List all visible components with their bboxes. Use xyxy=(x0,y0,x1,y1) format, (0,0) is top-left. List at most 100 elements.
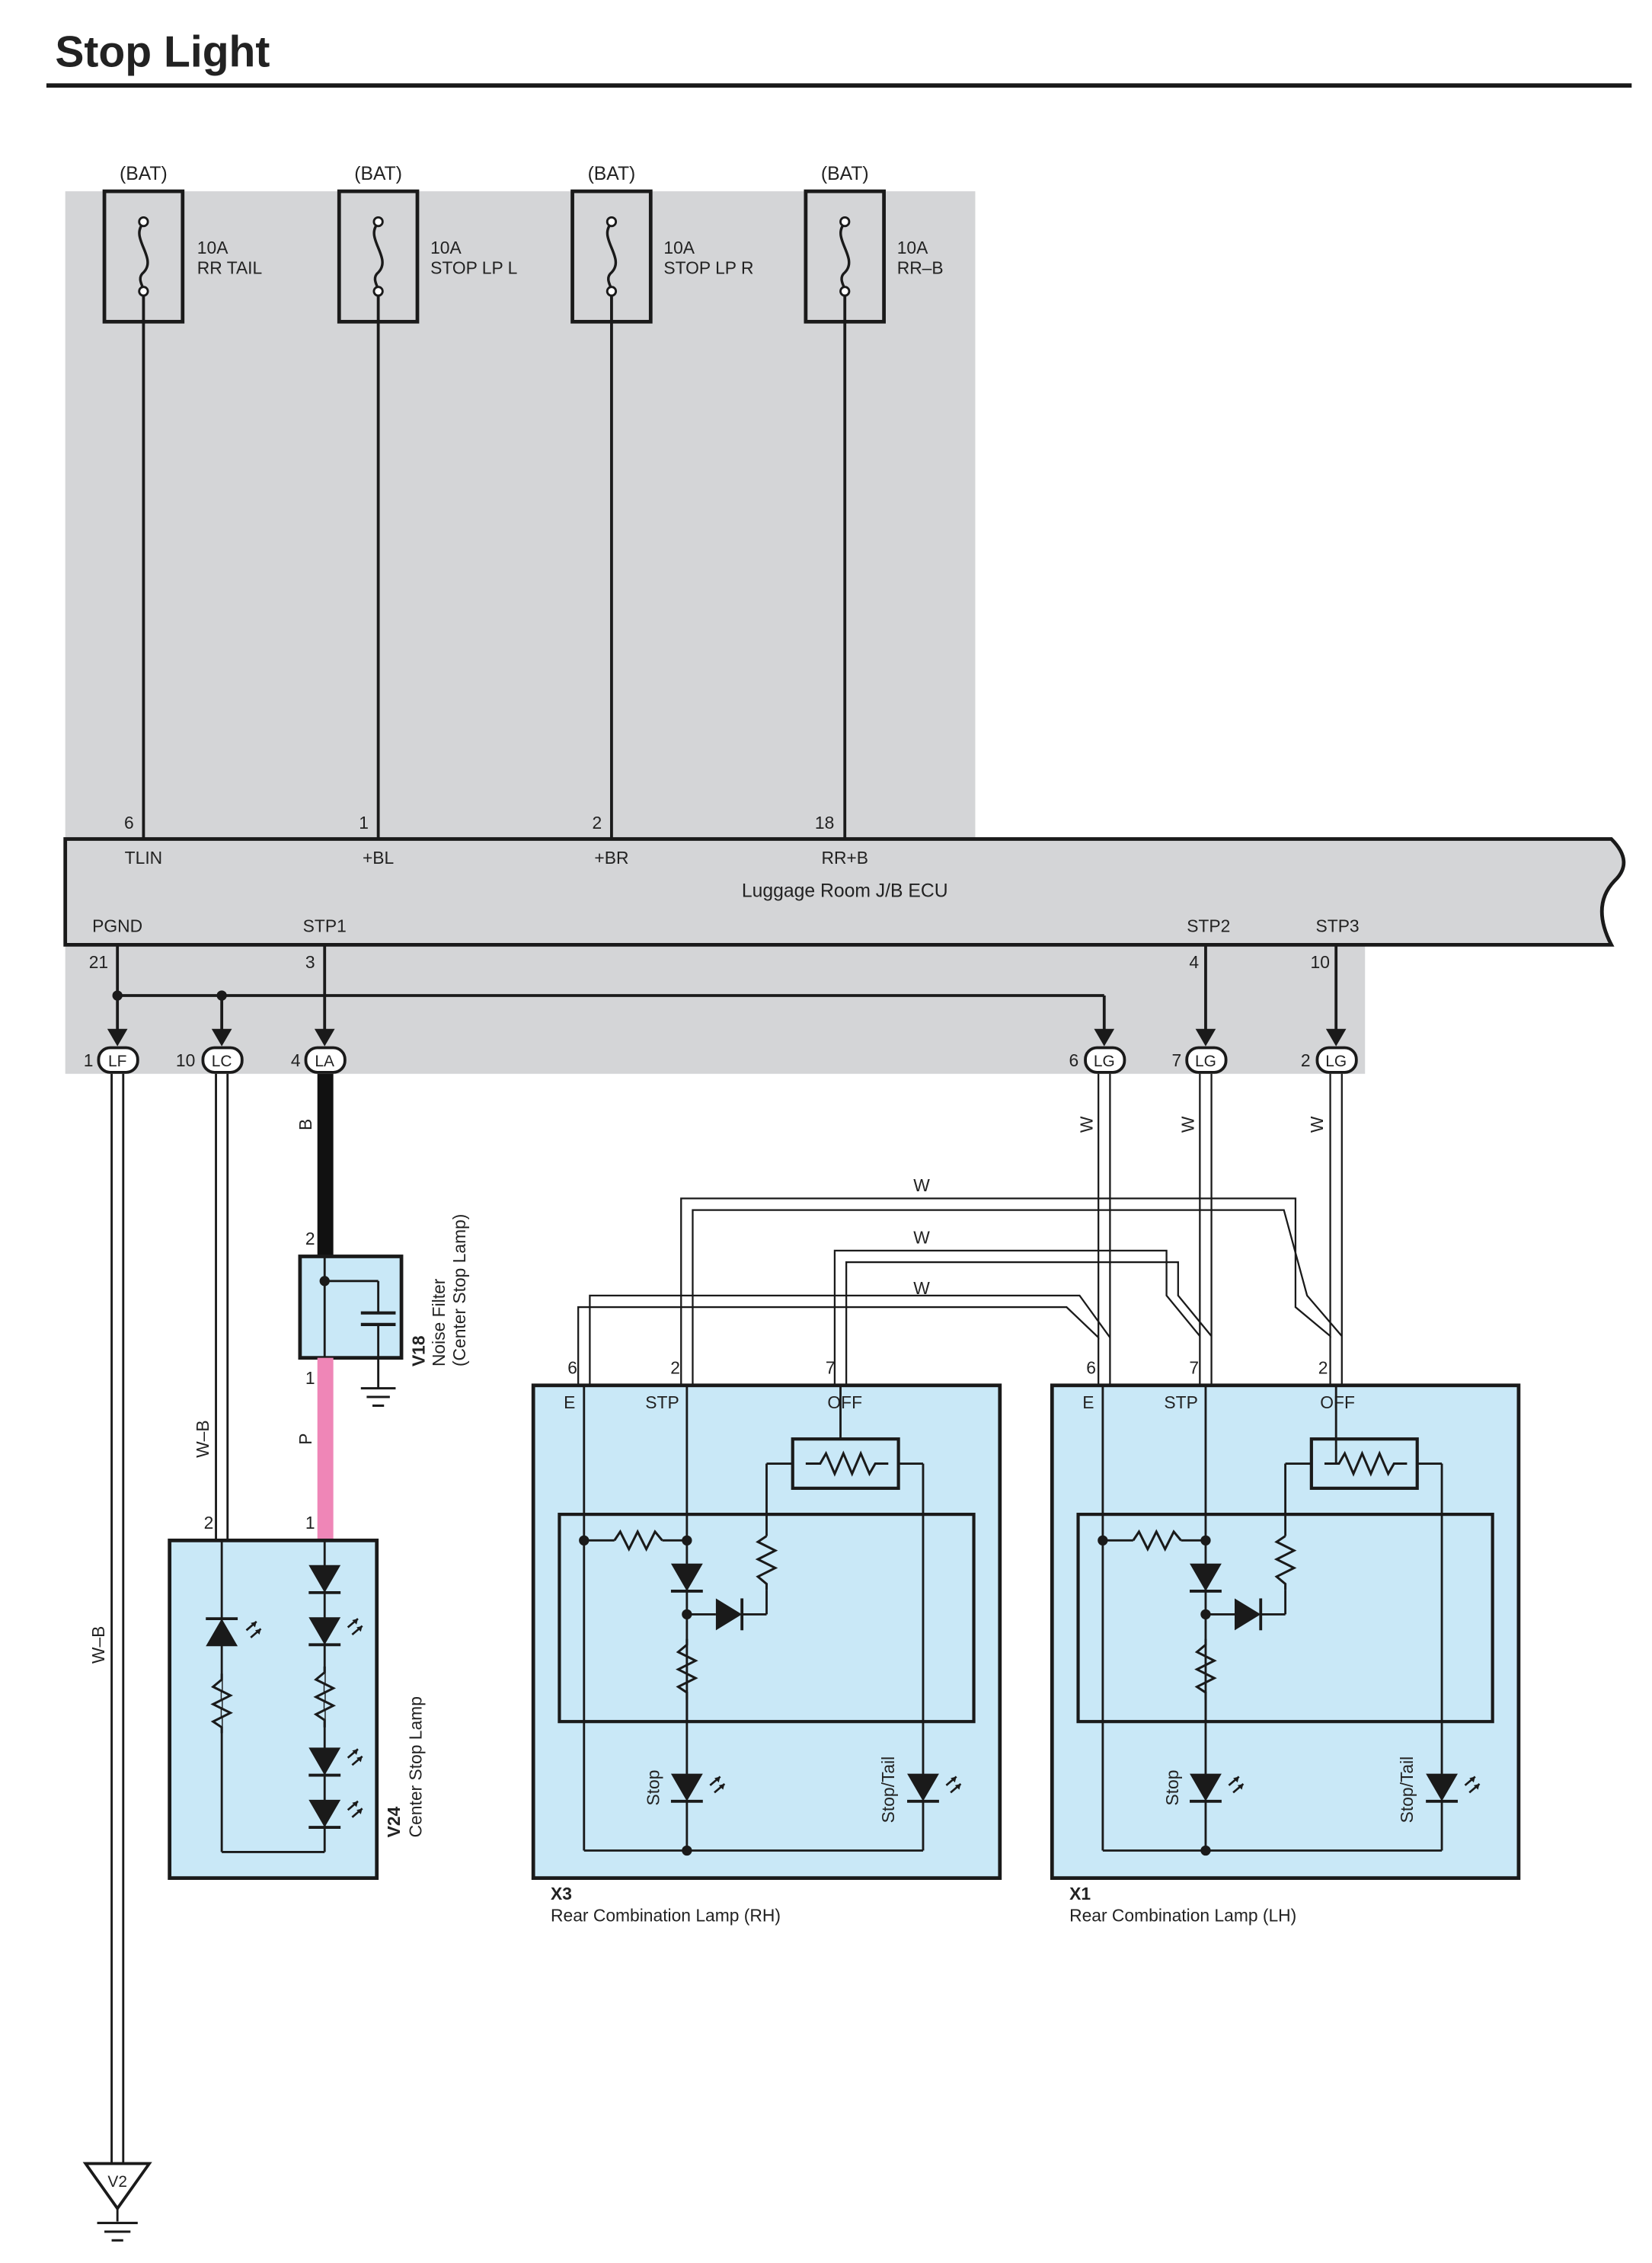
led-icon xyxy=(206,1619,238,1647)
fuse-name: RR–B xyxy=(897,258,944,278)
wire-color-label: B xyxy=(296,1119,315,1130)
diode-icon xyxy=(1190,1563,1222,1591)
ecu-name: Luggage Room J/B ECU xyxy=(742,881,948,902)
fuse-name: STOP LP R xyxy=(663,258,753,278)
wire-color-label: W–B xyxy=(193,1420,212,1457)
connector-pin: 6 xyxy=(1069,1050,1078,1070)
led-icon xyxy=(907,1773,939,1801)
led-icon xyxy=(1426,1773,1458,1801)
wire-lc-w-b xyxy=(215,1073,229,1541)
connector-pin: 4 xyxy=(291,1050,301,1070)
noise-filter-v18: V18 Noise Filter (Center Stop Lamp) xyxy=(298,1214,469,1407)
ecu-terminal-stp3: STP3 xyxy=(1316,916,1360,935)
terminal-label: STP xyxy=(645,1392,679,1412)
pin-v18-2: 2 xyxy=(305,1229,315,1248)
connector-lc: LC 10 xyxy=(176,1046,244,1074)
connector-code: LA xyxy=(315,1053,334,1070)
pin-label: 7 xyxy=(1189,1358,1199,1378)
ecu-terminal: RR+B xyxy=(821,848,868,868)
ecu-pin-pgnd: 21 xyxy=(89,952,108,972)
pin-v24-2: 2 xyxy=(204,1513,214,1533)
led-icon xyxy=(308,1799,341,1828)
fuse-stop-lp-l: (BAT) 10A STOP LP L 1 +BL xyxy=(337,164,517,868)
pin-label: 2 xyxy=(670,1358,680,1378)
lamp-label-stop-tail: Stop/Tail xyxy=(1397,1756,1417,1824)
wire-la-black xyxy=(317,1073,334,1257)
fuse-icon xyxy=(606,222,618,290)
connector-code: LG xyxy=(1195,1053,1216,1070)
component-sub: (Center Stop Lamp) xyxy=(449,1214,469,1366)
fuse-rr-tail: (BAT) 10A RR TAIL 6 TLIN xyxy=(102,164,262,868)
lamp-label-stop: Stop xyxy=(1162,1770,1182,1806)
pin-v18-1: 1 xyxy=(305,1368,315,1388)
component-name: Noise Filter xyxy=(429,1278,449,1366)
pin-v24-1: 1 xyxy=(305,1513,315,1533)
ground-code: V2 xyxy=(107,2173,127,2191)
fuse-name: RR TAIL xyxy=(197,258,262,278)
fuse-icon xyxy=(138,222,149,290)
resistor-icon xyxy=(755,1535,778,1590)
resistor-icon xyxy=(1194,1638,1217,1700)
wire-color-label: W xyxy=(1307,1116,1327,1133)
ecu-terminal: +BL xyxy=(363,848,394,868)
wire-pink xyxy=(317,1357,334,1541)
connector-lg-2: LG 2 xyxy=(1301,1046,1358,1074)
component-id: X3 xyxy=(551,1884,572,1903)
lamp-label-stop: Stop xyxy=(644,1770,663,1806)
connector-lg-6: LG 6 xyxy=(1069,1046,1126,1074)
splice-dot xyxy=(112,990,123,1001)
jb-fuse-area xyxy=(65,191,976,841)
resistor-icon xyxy=(1324,1450,1408,1477)
connector-code: LF xyxy=(108,1053,126,1070)
ecu-terminal-stp2: STP2 xyxy=(1187,916,1230,935)
wire-color-label: W–B xyxy=(88,1626,108,1664)
rear-combination-lamp-rh: 6 2 7 E STP OFF xyxy=(531,1358,1002,1926)
connector-pin: 7 xyxy=(1172,1050,1182,1070)
led-icon xyxy=(1190,1773,1222,1801)
component-id: V18 xyxy=(409,1335,429,1366)
lamp-label-stop-tail: Stop/Tail xyxy=(878,1756,898,1824)
fuse-source: (BAT) xyxy=(120,164,168,184)
fuse-source: (BAT) xyxy=(588,164,636,184)
ecu-pin: 2 xyxy=(593,813,602,833)
terminal-label: E xyxy=(564,1392,575,1412)
ecu-body xyxy=(63,837,1626,947)
wire-color-label: W xyxy=(913,1175,930,1195)
terminal-label: E xyxy=(1082,1392,1094,1412)
wire-color-label: W xyxy=(913,1278,930,1298)
terminal-label: STP xyxy=(1164,1392,1197,1412)
wire-ground-w-b xyxy=(110,1073,125,2181)
fuse-amp: 10A xyxy=(897,238,928,257)
rear-combination-lamp-lh: 6 7 2 E STP OFF xyxy=(1050,1358,1521,1926)
diode-icon xyxy=(308,1565,341,1593)
ground-v2: V2 xyxy=(82,2162,152,2242)
resistor-icon xyxy=(805,1450,889,1477)
fuse-rr-b: (BAT) 10A RR–B 18 RR+B xyxy=(804,164,944,868)
pin-label: 6 xyxy=(567,1358,577,1378)
jb-connector-area xyxy=(65,945,1366,1074)
fuse-stop-lp-r: (BAT) 10A STOP LP R 2 +BR xyxy=(570,164,753,868)
component-name: Rear Combination Lamp (RH) xyxy=(551,1906,781,1926)
fuse-icon xyxy=(839,222,851,290)
fuse-icon xyxy=(372,222,384,290)
component-name: Rear Combination Lamp (LH) xyxy=(1069,1906,1296,1926)
page-title: Stop Light xyxy=(55,28,270,77)
diode-icon xyxy=(715,1598,743,1631)
connector-pin: 10 xyxy=(176,1050,195,1070)
ecu-pin: 6 xyxy=(124,813,134,833)
splice-dot xyxy=(216,990,227,1001)
component-name: Center Stop Lamp xyxy=(406,1696,426,1837)
led-icon xyxy=(308,1617,341,1645)
resistor-icon xyxy=(313,1666,337,1728)
fuse-amp: 10A xyxy=(430,238,462,257)
wire-color-label: W xyxy=(913,1227,930,1247)
connector-lf: LF 1 xyxy=(84,1046,139,1074)
component-id: V24 xyxy=(384,1806,404,1837)
pin-label: 7 xyxy=(826,1358,836,1378)
fuse-source: (BAT) xyxy=(821,164,869,184)
connector-la: LA 4 xyxy=(291,1046,347,1074)
diode-icon xyxy=(670,1563,703,1591)
diode-icon xyxy=(1235,1598,1261,1631)
